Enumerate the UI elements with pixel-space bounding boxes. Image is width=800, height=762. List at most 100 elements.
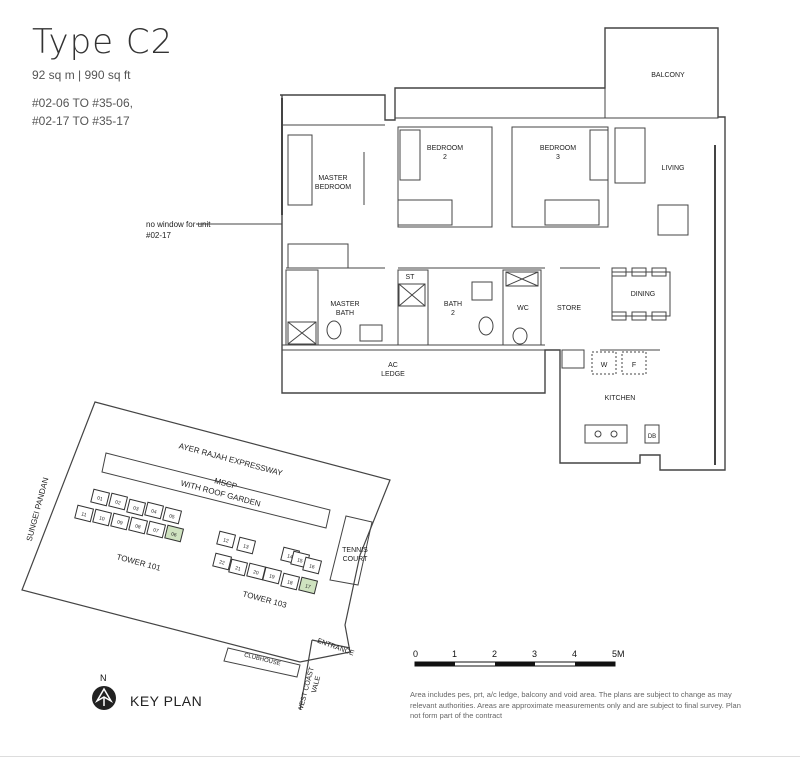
dining-label: DINING	[631, 291, 656, 298]
chair	[631, 267, 647, 277]
unit-label: 16	[308, 563, 315, 570]
sofa	[614, 127, 646, 184]
db-box	[644, 424, 660, 444]
unit-22: 22	[212, 552, 233, 571]
master-bedroom-label-line1: MASTER	[318, 175, 347, 182]
unit-label: 22	[218, 559, 225, 566]
unit-label: 20	[252, 569, 259, 576]
site-boundary	[21, 401, 391, 663]
disclaimer-line2: relevant authorities. Areas are approxim…	[410, 700, 741, 710]
master-bath-label-line1: MASTER	[330, 301, 359, 308]
unit-10: 10	[92, 508, 113, 527]
unit-04: 04	[144, 501, 165, 520]
living-label: LIVING	[662, 165, 685, 172]
tower101-label: TOWER 101	[116, 552, 163, 573]
unit-12: 12	[216, 530, 237, 549]
unit-label: 17	[304, 583, 311, 590]
unit-block	[162, 506, 183, 525]
bedroom2-room	[397, 126, 493, 228]
unit-label: 09	[116, 519, 123, 526]
chair	[651, 311, 667, 321]
unit-block	[302, 556, 323, 575]
tennis-label-line1: TENNIS	[342, 547, 368, 554]
unit-17: 17	[298, 576, 319, 595]
expressway-label: AYER RAJAH EXPRESSWAY	[178, 441, 284, 478]
balcony-label: BALCONY	[651, 72, 685, 79]
unit-block	[146, 520, 167, 539]
tower103-label: TOWER 103	[242, 589, 289, 610]
scale-tick-label: 5M	[612, 649, 625, 659]
unit-block	[236, 536, 257, 555]
unit-label: 04	[150, 508, 157, 515]
unit-numbers-line2: #02-17 TO #35-17	[32, 114, 130, 128]
scale-tick-label: 3	[532, 649, 537, 659]
unit-21: 21	[228, 558, 249, 577]
unit-08: 08	[128, 516, 149, 535]
bedroom3-label-line1: BEDROOM	[540, 145, 576, 152]
fridge-label: F	[632, 362, 636, 369]
basin	[359, 324, 383, 342]
unit-label: 12	[222, 537, 229, 544]
clubhouse-label: CLUBHOUSE	[243, 653, 281, 668]
ac-ledge-label-line1: AC	[388, 362, 398, 369]
master-bedroom-label-line2: BEDROOM	[315, 184, 351, 191]
unit-label: 15	[296, 557, 303, 564]
unit-label: 18	[286, 579, 293, 586]
burner	[610, 430, 618, 438]
bed-2	[399, 129, 421, 181]
entrance-road	[311, 639, 351, 649]
disclaimer-line1: Area includes pes, prt, a/c ledge, balco…	[410, 690, 732, 699]
bath2-label-line2: 2	[451, 310, 455, 317]
shower-tray	[505, 271, 539, 287]
disclaimer: Area includes pes, prt, a/c ledge, balco…	[410, 690, 800, 722]
clubhouse-building	[223, 647, 301, 678]
unit-numbers-line1: #02-06 TO #35-06,	[32, 96, 133, 110]
unit-label: 01	[96, 495, 103, 502]
west-coast-road	[299, 639, 313, 710]
chair	[631, 311, 647, 321]
chair	[611, 311, 627, 321]
unit-label: 02	[114, 499, 121, 506]
sungei-pandan-label: SUNGEI PANDAN	[25, 476, 51, 542]
north-arrow-icon	[92, 686, 116, 710]
master-bath-label-line2: BATH	[336, 310, 354, 317]
west-coast-label-line2: VALE	[311, 675, 322, 694]
toilet	[478, 316, 494, 336]
unit-numbers: #02-06 TO #35-06, #02-17 TO #35-17	[32, 94, 133, 130]
unit-label: 19	[268, 573, 275, 580]
scale-segment	[495, 662, 535, 666]
toilet	[512, 327, 528, 345]
unit-label: 06	[170, 531, 177, 538]
toilet	[326, 320, 342, 340]
unit-block	[280, 572, 301, 591]
unit-label: 13	[242, 543, 249, 550]
unit-03: 03	[126, 498, 147, 517]
unit-06: 06	[164, 524, 185, 543]
shower-tray	[287, 321, 317, 345]
mscp-building	[101, 452, 331, 529]
outer-wall	[280, 27, 726, 471]
scale-tick-label: 0	[413, 649, 418, 659]
unit-block	[228, 558, 249, 577]
unit-block	[246, 562, 267, 581]
unit-type-title: Type C2	[32, 22, 174, 62]
kitchen-label: KITCHEN	[605, 395, 636, 402]
no-window-note-line2: #02-17	[146, 231, 171, 240]
unit-block	[164, 524, 185, 543]
unit-block	[144, 501, 165, 520]
bed-3	[589, 129, 609, 181]
unit-13: 13	[236, 536, 257, 555]
unit-05: 05	[162, 506, 183, 525]
disclaimer-line3: not form part of the contract	[410, 711, 503, 720]
washer-label: W	[601, 362, 608, 369]
unit-label: 03	[132, 505, 139, 512]
unit-label: 05	[168, 513, 175, 520]
unit-16: 16	[302, 556, 323, 575]
unit-block	[128, 516, 149, 535]
key-plan-label: KEY PLAN	[130, 693, 203, 709]
hob	[584, 424, 628, 444]
bed-master	[287, 134, 313, 206]
wardrobe	[397, 199, 453, 226]
